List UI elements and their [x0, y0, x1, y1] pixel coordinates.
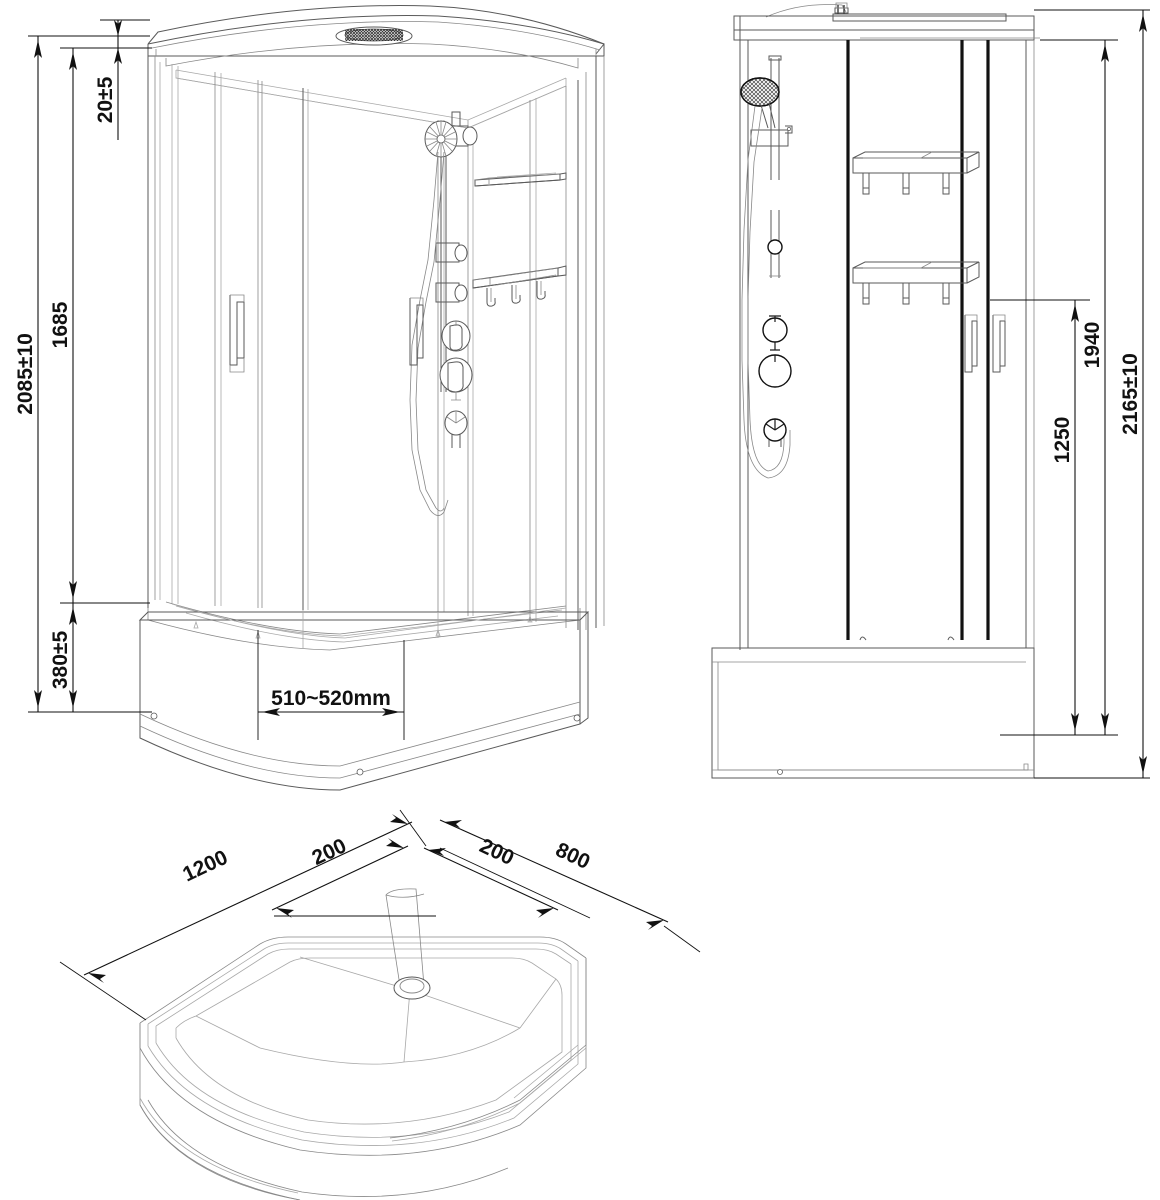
- dim-glass-height-label: 1685: [49, 301, 72, 348]
- dim-overall-height-label: 2085±10: [14, 333, 37, 415]
- dim-door-opening-label: 510~520mm: [271, 687, 391, 710]
- dim-tray-length-label: 1200: [179, 846, 231, 887]
- side-mullions: [846, 40, 990, 640]
- dimension-tray-corner-right: 200: [423, 834, 559, 918]
- dimension-tray-height: 380±5: [49, 603, 77, 712]
- shelf-hook: [511, 285, 521, 304]
- dimension-door-opening: 510~520mm: [257, 630, 405, 740]
- side-lower-shelf: [852, 261, 980, 305]
- sliding-door-panel: [261, 81, 309, 610]
- upper-shelf: [474, 172, 567, 187]
- shelf-hook: [486, 288, 496, 307]
- dim-side-overall-height-label: 2165±10: [1119, 353, 1142, 435]
- side-door-handle-left[interactable]: [964, 314, 978, 373]
- tray-top-surface: [139, 936, 587, 1156]
- left-glass-panel: [171, 64, 259, 608]
- rain-shower-head: [335, 26, 413, 46]
- hose-outlet: [444, 410, 468, 448]
- dimension-glass-height: 1685: [49, 48, 77, 603]
- right-wall-panel: [467, 56, 605, 630]
- lower-shelf-with-hooks: [472, 265, 567, 307]
- side-mixer-valve[interactable]: [758, 354, 792, 388]
- side-view-dimensions: 2165±10 1940 1250: [990, 9, 1150, 779]
- diverter-valve-knob[interactable]: [441, 320, 471, 352]
- dim-side-panel-height-label: 1250: [1051, 417, 1074, 464]
- side-shelf-hook: [862, 173, 870, 195]
- roof-assembly: [147, 5, 605, 129]
- dim-roof-gap-label: 20±5: [94, 76, 117, 123]
- shelf-hook: [536, 281, 546, 300]
- side-upper-shelf: [852, 151, 980, 195]
- dimension-tray-width: 800: [439, 819, 669, 930]
- dim-side-frame-height-label: 1940: [1081, 322, 1104, 369]
- dim-tray-width-label: 800: [552, 838, 593, 874]
- dimension-overall-height: 2085±10: [14, 36, 42, 712]
- shower-tray-base: [138, 601, 590, 791]
- side-diverter-valve[interactable]: [762, 315, 788, 351]
- side-door-handle-right[interactable]: [992, 314, 1006, 373]
- side-elevation-view: [711, 2, 1040, 779]
- dimension-side-frame-height: 1940: [1081, 40, 1109, 735]
- side-shelf-hook: [942, 173, 950, 195]
- side-hose-outlet: [763, 418, 787, 447]
- floor-drain: [393, 976, 431, 1000]
- hand-shower-assembly: [409, 111, 478, 516]
- side-shelf-hook: [902, 173, 910, 195]
- side-shelf-hook: [862, 283, 870, 305]
- side-hand-shower-assembly: [740, 55, 793, 479]
- front-isometric-view: [138, 5, 605, 791]
- dimension-side-panel-height: 1250: [1051, 300, 1079, 735]
- left-frame-post: [147, 56, 161, 608]
- side-shelf-hook: [942, 283, 950, 305]
- dim-tray-corner-left-label: 200: [309, 834, 350, 870]
- tray-isometric-view: [139, 888, 587, 1200]
- dimension-side-overall-height: 2165±10: [1119, 10, 1147, 778]
- side-tray-base: [711, 647, 1035, 779]
- tray-apron: [139, 958, 587, 1200]
- tray-slope-seams: [195, 956, 557, 1065]
- side-roof-cap: [733, 2, 1040, 41]
- tray-inner-edges: [171, 603, 567, 648]
- dim-tray-height-label: 380±5: [49, 631, 72, 690]
- side-shelf-hook: [902, 283, 910, 305]
- sliding-door-handle[interactable]: [229, 294, 245, 373]
- front-view-dimensions: 2085±10 1685 380±5 20±5: [14, 19, 405, 740]
- side-door-rollers: [859, 636, 955, 641]
- tray-view-dimensions: 1200 200 200 800: [59, 809, 701, 1021]
- mixer-valve-knob[interactable]: [439, 357, 473, 401]
- dimension-roof-gap: 20±5: [94, 19, 150, 140]
- back-door-handle[interactable]: [409, 297, 424, 366]
- tray-drain-funnel: [385, 888, 425, 987]
